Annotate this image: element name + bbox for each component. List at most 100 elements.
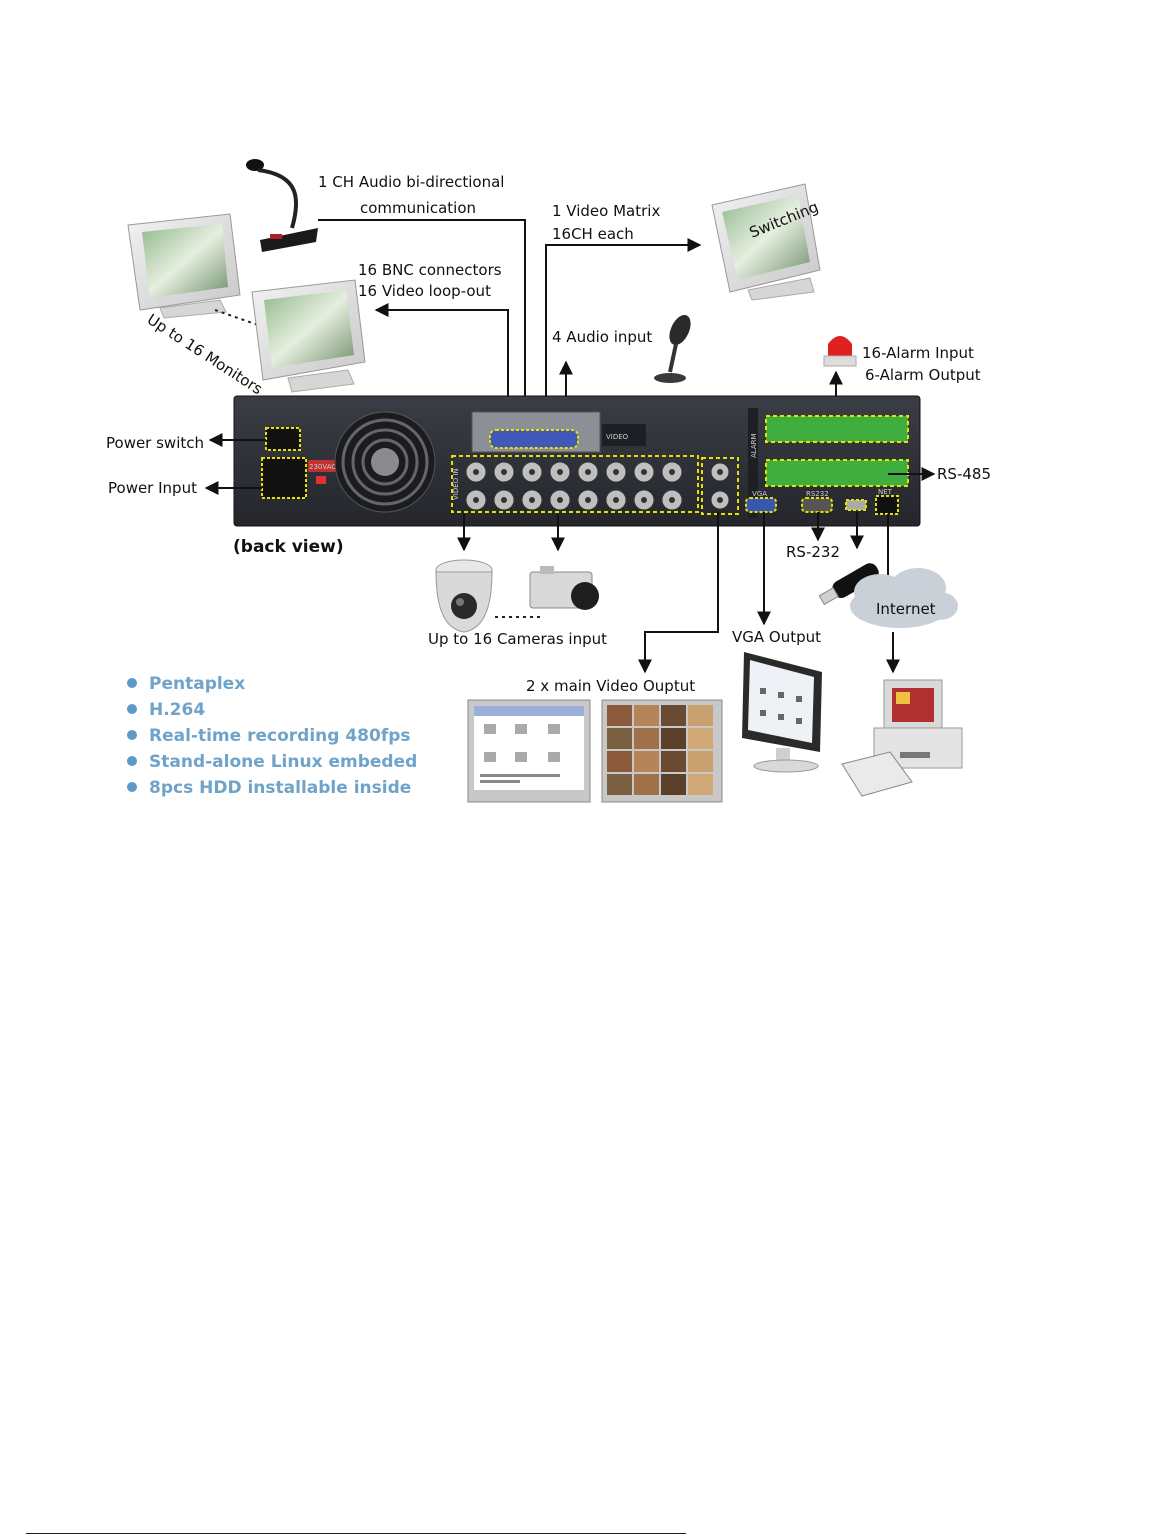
camera-tile xyxy=(607,751,632,772)
video-matrix-label-1: 1 Video Matrix xyxy=(552,202,660,220)
camera-tile xyxy=(607,728,632,749)
bnc-connector-pin xyxy=(613,469,619,475)
feature-text: 8pcs HDD installable inside xyxy=(149,778,411,798)
rs232-label: RS-232 xyxy=(786,543,840,561)
bnc-connector-pin xyxy=(585,497,591,503)
cameras-label: Up to 16 Cameras input xyxy=(428,630,607,648)
video-matrix-label-2: 16CH each xyxy=(552,225,634,243)
camera-tile xyxy=(688,751,713,772)
bnc-connector-pin xyxy=(641,469,647,475)
feature-item: Stand-alone Linux embeded xyxy=(127,752,417,772)
cloud-icon: Internet xyxy=(850,568,958,628)
camera-tile xyxy=(634,728,659,749)
crt-monitor-icon: Switching xyxy=(711,183,821,301)
bnc-label-1: 16 BNC connectors xyxy=(358,261,502,279)
power-switch xyxy=(265,427,301,451)
audio-microphone-icon xyxy=(654,315,691,383)
panel-video-in-mark: VIDEO IN xyxy=(452,468,460,500)
bnc-connector-grid xyxy=(465,461,683,511)
camera-tile xyxy=(661,774,686,795)
camera-tile xyxy=(661,705,686,726)
db-connector xyxy=(489,429,579,449)
panel-rs232-mark: RS232 xyxy=(806,490,829,498)
bnc-connector-pin xyxy=(669,469,675,475)
bnc-connector-pin xyxy=(473,497,479,503)
audio-bidir-label-2: communication xyxy=(360,199,476,217)
multiview-screen-thumbnail xyxy=(601,699,723,803)
bnc-connector-pin xyxy=(557,469,563,475)
net-port xyxy=(875,495,899,515)
feature-text: Real-time recording 480fps xyxy=(149,726,411,746)
camera-tile xyxy=(661,728,686,749)
alarm-input-label: 16-Alarm Input xyxy=(862,344,974,362)
bnc-label-2: 16 Video loop-out xyxy=(358,282,491,300)
bullet-icon xyxy=(127,704,137,714)
feature-text: Pentaplex xyxy=(149,674,245,694)
bnc-connector-pin xyxy=(641,497,647,503)
feature-item: H.264 xyxy=(127,700,205,720)
usb-stick-icon xyxy=(818,563,879,606)
power-switch-label: Power switch xyxy=(106,434,204,452)
panel-alarm-mark: ALARM xyxy=(750,433,758,458)
feature-item: 8pcs HDD installable inside xyxy=(127,778,411,798)
camera-tile xyxy=(688,774,713,795)
camera-tile xyxy=(607,774,632,795)
lcd-monitor-icon xyxy=(742,652,822,773)
camera-tile xyxy=(661,751,686,772)
dvr-rear-panel: VIDEO 230VAC VIDEO IN ALARM VGA xyxy=(233,395,921,527)
feature-item: Real-time recording 480fps xyxy=(127,726,411,746)
feature-item: Pentaplex xyxy=(127,674,245,694)
bnc-connector-pin xyxy=(613,497,619,503)
back-view-label: (back view) xyxy=(233,537,344,557)
alarm-terminal-row-1 xyxy=(765,415,909,443)
panel-video-mark: VIDEO xyxy=(606,433,629,441)
camera-tile xyxy=(688,705,713,726)
bullet-icon xyxy=(127,782,137,792)
bnc-connector-pin xyxy=(585,469,591,475)
desktop-computer-icon xyxy=(841,679,963,797)
usb-port xyxy=(845,499,867,511)
bullet-icon xyxy=(127,730,137,740)
camera-tile xyxy=(634,751,659,772)
feature-text: Stand-alone Linux embeded xyxy=(149,752,417,772)
vga-output-label: VGA Output xyxy=(732,628,821,646)
alarm-terminal-row-2 xyxy=(765,459,909,487)
bnc-connector-pin xyxy=(501,469,507,475)
dome-camera-icon xyxy=(435,559,493,633)
bnc-connector-pin xyxy=(501,497,507,503)
audio-bidir-label-1: 1 CH Audio bi-directional xyxy=(318,173,504,191)
alarm-output-label: 6-Alarm Output xyxy=(865,366,981,384)
main-video-output-label: 2 x main Video Ouptut xyxy=(526,677,695,695)
power-input-socket xyxy=(261,457,307,499)
bnc-connector-pin xyxy=(529,497,535,503)
alarm-beacon-icon xyxy=(823,336,857,367)
bnc-connector-pin xyxy=(473,469,479,475)
vga-port xyxy=(745,497,777,513)
camera-tile xyxy=(607,705,632,726)
panel-voltage-mark: 230VAC xyxy=(309,463,336,471)
audio-input-label: 4 Audio input xyxy=(552,328,652,346)
power-input-label: Power Input xyxy=(108,479,197,497)
bullet-icon xyxy=(127,678,137,688)
bnc-connector-pin xyxy=(529,469,535,475)
footer-rule xyxy=(26,1533,686,1534)
panel-net-mark: NET xyxy=(878,488,893,496)
bnc-connector-pin xyxy=(669,497,675,503)
rs485-label: RS-485 xyxy=(937,465,991,483)
rs232-port xyxy=(801,497,833,513)
box-camera-icon xyxy=(529,566,599,610)
camera-tile xyxy=(688,728,713,749)
bnc-connector-pin xyxy=(557,497,563,503)
gooseneck-microphone-icon xyxy=(246,159,318,252)
monitors-label: Up to 16 Monitors xyxy=(144,310,266,398)
camera-tile xyxy=(634,774,659,795)
feature-list: Pentaplex H.264 Real-time recording 480f… xyxy=(127,674,417,798)
crt-monitor-icon xyxy=(127,213,241,319)
feature-text: H.264 xyxy=(149,700,205,720)
internet-label: Internet xyxy=(876,600,936,618)
menu-screen-thumbnail xyxy=(467,699,591,803)
fan-icon xyxy=(334,411,436,513)
panel-vga-mark: VGA xyxy=(752,490,767,498)
crt-monitor-icon xyxy=(251,279,366,393)
